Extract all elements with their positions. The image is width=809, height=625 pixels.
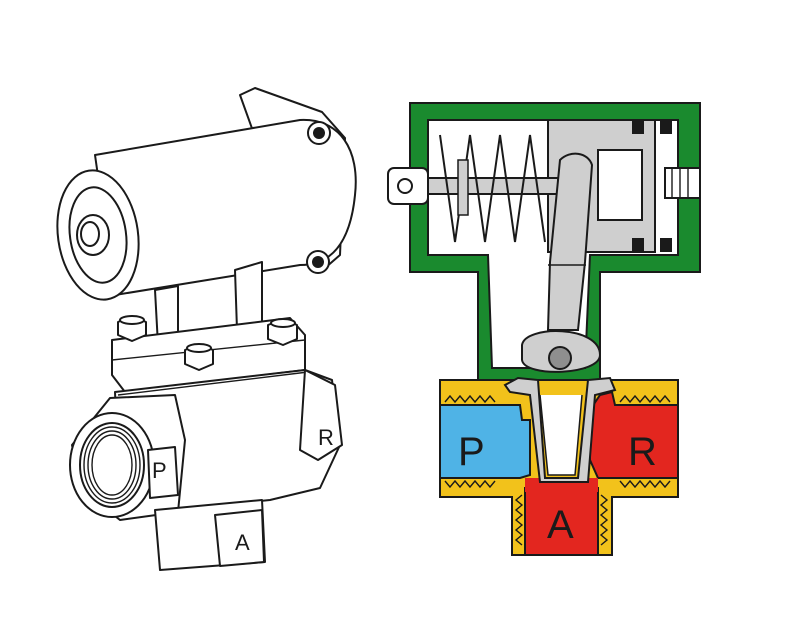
cutaway-label-a: A	[547, 503, 574, 547]
exterior-valve: R P A	[56, 87, 357, 571]
exterior-label-a: A	[235, 530, 250, 555]
exterior-label-p: P	[152, 458, 167, 483]
bonnet-bolt-2	[184, 343, 214, 371]
cutaway-label-p: P	[458, 430, 485, 474]
return-spring	[439, 134, 546, 243]
mount-screw-bottom	[306, 250, 330, 274]
port-p-fluid	[439, 404, 531, 479]
exterior-port-a: A	[154, 499, 266, 571]
mount-screw-top	[307, 121, 331, 145]
spring-seat	[457, 159, 469, 216]
cutaway-valve: P R A	[387, 102, 701, 556]
lever-pivot	[521, 330, 602, 373]
exterior-port-r: R	[299, 369, 343, 461]
exterior-port-p: P	[69, 394, 186, 521]
lever-arm	[546, 152, 594, 331]
exterior-label-r: R	[318, 425, 334, 450]
solenoid-coil	[56, 118, 357, 301]
cutaway-label-r: R	[628, 430, 657, 474]
side-fitting	[664, 167, 701, 199]
bonnet-bolt-1	[117, 315, 147, 342]
bonnet-bolt-3	[267, 318, 298, 346]
valve-plunger	[503, 376, 617, 483]
